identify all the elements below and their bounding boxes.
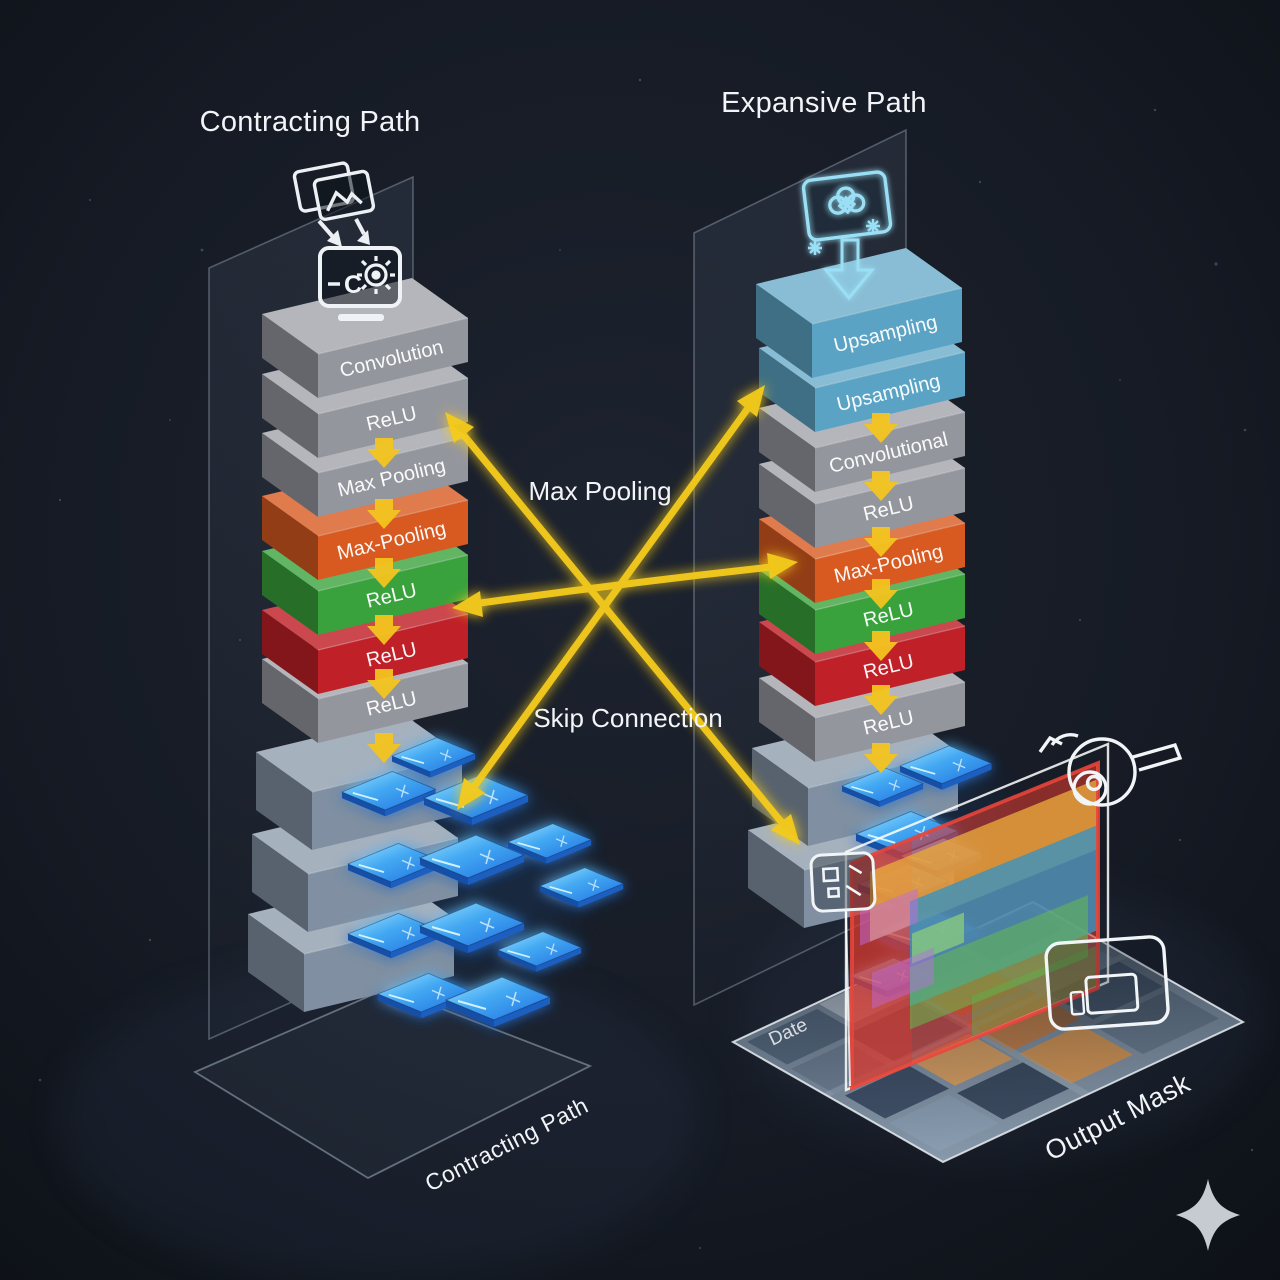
down-chevron-icon: [864, 631, 898, 661]
expansive-path-title: Expansive Path: [721, 87, 927, 119]
horizontal-arrow: [469, 562, 784, 608]
feature-map-tile: [538, 867, 625, 908]
sparkle-logo-icon: [1176, 1179, 1240, 1251]
code-letter: C: [344, 271, 362, 299]
down-chevron-icon: [864, 743, 898, 773]
down-chevron-icon: [864, 685, 898, 715]
down-chevron-icon: [864, 471, 898, 501]
max-pooling-connection-label: Max Pooling: [528, 476, 671, 506]
down-chevron-icon: [367, 669, 401, 699]
input-image-icons: C: [292, 161, 402, 321]
feature-map-tile: [496, 931, 583, 972]
feature-map-tile: [444, 976, 552, 1027]
feature-block-upsampling: Upsampling: [756, 248, 963, 378]
skip-connection-label: Skip Connection: [533, 703, 722, 733]
down-chevron-icon: [367, 499, 401, 529]
upsample-icons: [801, 170, 893, 301]
feature-map-tile: [418, 902, 526, 953]
expansive-flow-arrows: [864, 413, 898, 773]
down-chevron-icon: [367, 733, 401, 763]
feature-map-tile: [346, 912, 443, 959]
down-chevron-icon: [367, 615, 401, 645]
sign-post-line: [845, 911, 851, 1087]
cross-arrow-2: [467, 400, 755, 795]
down-arrow-icon: [822, 238, 876, 301]
feature-map-tile: [390, 737, 477, 778]
mask-layers: [850, 760, 1100, 1091]
down-chevron-icon: [367, 558, 401, 588]
sign-chip-icon: [809, 851, 877, 913]
cross-arrow-1: [458, 429, 787, 828]
feature-map-tile: [898, 745, 993, 790]
down-chevron-icon: [367, 438, 401, 468]
flow-down-arrows-icon: [317, 218, 370, 247]
feature-map-tile: [506, 823, 593, 864]
display-icon: [1044, 935, 1170, 1031]
feature-map-tile: [840, 767, 925, 808]
contracting-path-title: Contracting Path: [200, 106, 421, 138]
contracting-feature-tiles: [340, 737, 625, 1027]
sparkle-marks-icon: [808, 219, 880, 255]
feature-map-tile: [418, 834, 526, 885]
mask-frame-outline: [844, 742, 1110, 1092]
image-stack-icon: [292, 161, 376, 222]
feature-map-tile: [340, 770, 437, 817]
down-chevron-icon: [864, 413, 898, 443]
down-chevron-icon: [864, 527, 898, 557]
down-chevron-icon: [864, 579, 898, 609]
contracting-floor-plane: [193, 987, 593, 1180]
skip-connection-arrows: [445, 385, 800, 845]
lens-icon: [1038, 733, 1183, 807]
code-gear-icon: C: [318, 246, 402, 321]
contracting-flow-arrows: [367, 438, 401, 763]
expansive-stack: ReLUReLUReLUMax-PoolingReLUConvolutional…: [748, 248, 966, 928]
